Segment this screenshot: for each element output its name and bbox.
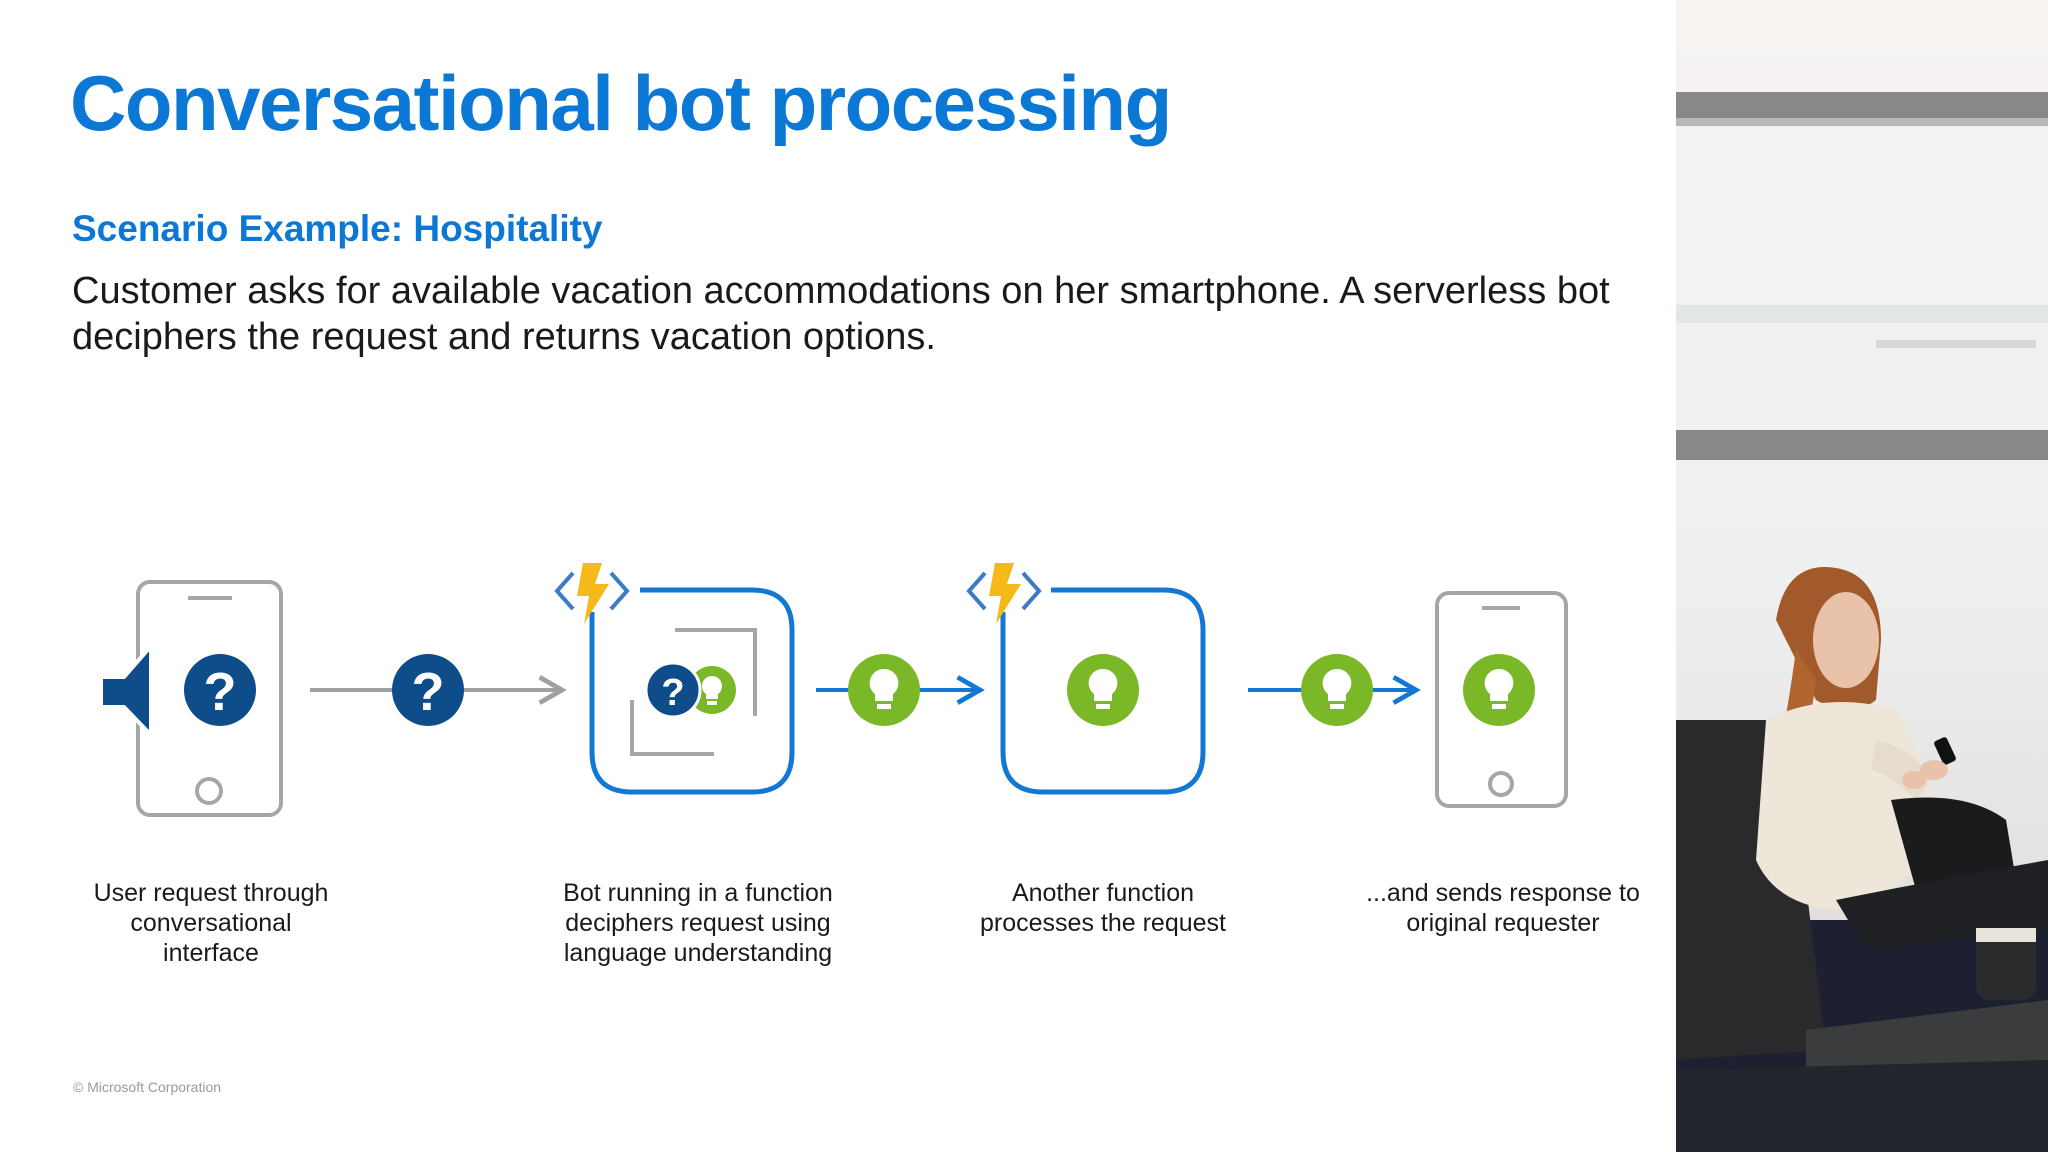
slide-title: Conversational bot processing (70, 59, 1172, 147)
question-icon (184, 654, 256, 726)
scenario-label: Scenario Example: Hospitality (72, 208, 603, 249)
svg-text:?: ? (204, 662, 237, 722)
function-bolt-icon (554, 563, 630, 624)
photo-woman-with-smartphone (1676, 0, 2048, 1152)
process-diagram: ? ? ? (93, 563, 1568, 817)
question-icon (644, 661, 702, 719)
connector-question: ? (310, 654, 567, 726)
question-icon (392, 654, 464, 726)
function-processing-icon (966, 563, 1206, 795)
connector-idea-1 (816, 654, 985, 726)
function-bolt-icon (966, 563, 1042, 624)
phone-with-answer-icon (1435, 591, 1568, 808)
svg-text:?: ? (412, 662, 445, 722)
svg-text:?: ? (661, 672, 684, 714)
step-3-caption: Another function processes the request (980, 879, 1226, 937)
copyright-notice: © Microsoft Corporation (73, 1079, 222, 1095)
connector-idea-2 (1248, 654, 1421, 726)
step-1-caption: User request through conversational inte… (93, 879, 329, 967)
scenario-description: Customer asks for available vacation acc… (72, 270, 1610, 358)
step-2-caption: Bot running in a function deciphers requ… (563, 879, 833, 967)
function-bot-language-understanding-icon: ? (554, 563, 795, 795)
phone-with-speaker-and-question-icon: ? (93, 580, 283, 817)
speaker-icon (99, 644, 153, 737)
step-4-caption: ...and sends response to original reques… (1366, 879, 1640, 937)
